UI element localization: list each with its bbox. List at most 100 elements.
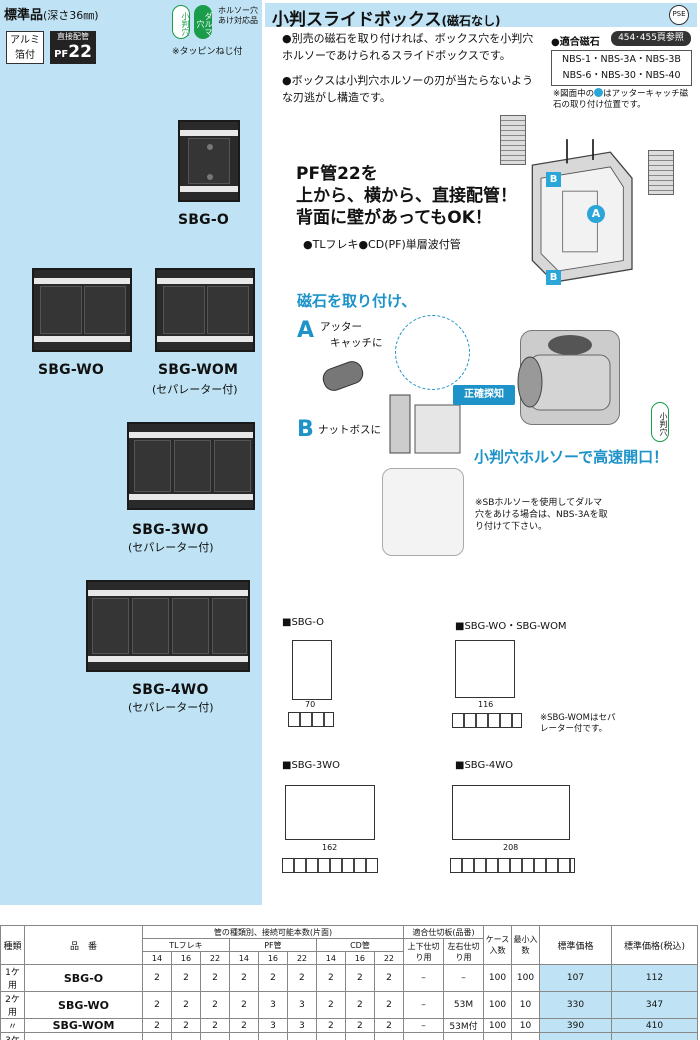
table-cell-kind: 〃 <box>0 1018 25 1033</box>
magnet-position-note: ※図面中のはアッターキャッチ磁石の取り付け位置です。 <box>553 88 695 111</box>
table-cell-ud: – <box>403 991 444 1019</box>
th-min: 最小入数 <box>511 925 540 965</box>
pf-subline: ●TLフレキ●CD(PF)単層波付管 <box>303 238 461 251</box>
sb-holso-note: ※SBホルソーを使用してダルマ穴をあける場合は、NBS-3Aを取り付けて下さい。 <box>475 498 608 532</box>
step-b-letter: B <box>297 417 314 442</box>
table-cell-kind: 3ケ用 <box>0 1032 25 1040</box>
table-cell-tl-2: 2 <box>199 964 230 992</box>
table-cell-case: 100 <box>483 964 512 992</box>
step-b-label: ナットボスに <box>318 424 381 436</box>
th-kind: 種類 <box>0 925 25 965</box>
th-cd: CD管 <box>315 938 405 952</box>
th-size: 22 <box>373 951 405 965</box>
table-cell-cd-1: 2 <box>344 1018 375 1033</box>
table-cell-tl-1: 2 <box>170 1018 201 1033</box>
th-plate-lr: 左右仕切り用 <box>443 938 484 965</box>
table-cell-case: 100 <box>483 1018 512 1033</box>
page-title-sub: (磁石なし) <box>441 14 501 28</box>
table-cell-cd-2: 2 <box>373 991 405 1019</box>
th-plate: 適合仕切板(品番) <box>403 925 484 939</box>
table-cell-lr: 53M付 <box>443 1018 484 1033</box>
table-cell-tl-0: 2 <box>142 1032 172 1040</box>
step-a-label-2: キャッチに <box>330 337 383 349</box>
holso-note: ホルソー穴あけ対応品 <box>218 6 258 25</box>
model-label-sbg-wom: SBG-WOM <box>158 362 239 378</box>
table-cell-price: 330 <box>539 991 612 1019</box>
magnet-note-post: はアッターキャッチ磁石の取り付け位置です。 <box>553 89 689 110</box>
magnet-illustration <box>322 361 364 391</box>
table-cell-tl-0: 2 <box>142 991 172 1019</box>
drawing-sbg-wo-front <box>455 640 515 698</box>
model-sub-sbg-3wo: (セパレーター付) <box>128 541 214 554</box>
table-row: 3ケ用SBG-3WO222244222–53M付201870914 <box>0 1032 698 1040</box>
nutboss-bracket-illustration <box>389 394 461 454</box>
drawing-dim-sbg-4wo: 208 <box>503 843 519 852</box>
table-cell-min: 100 <box>511 964 540 992</box>
table-cell-min: 1 <box>511 1032 540 1040</box>
th-size: 16 <box>344 951 375 965</box>
table-cell-cd-1: 2 <box>344 991 375 1019</box>
product-image-sbg-wom <box>155 268 255 352</box>
th-pipes: 管の種類別、接続可能本数(片面) <box>142 925 404 939</box>
table-cell-cd-0: 2 <box>315 1032 346 1040</box>
magnet-zoom-illustration <box>395 315 470 390</box>
table-cell-lr: 53M付 <box>443 1032 484 1040</box>
table-cell-pf-0: 2 <box>228 1032 259 1040</box>
table-cell-tl-0: 2 <box>142 1018 172 1033</box>
table-cell-model: SBG-3WO <box>24 1032 143 1040</box>
drawing-label-sbg-3wo: ■SBG-3WO <box>282 760 340 771</box>
step-a-letter: A <box>297 318 315 343</box>
pf-headline-3: 背面に壁があってもOK！ <box>296 208 492 228</box>
model-label-sbg-4wo: SBG-4WO <box>132 682 209 698</box>
description-1: ●別売の磁石を取り付ければ、ボックス穴を小判穴ホルソーであけられるスライドボック… <box>282 32 534 62</box>
page-title-text: 小判スライドボックス <box>272 10 442 30</box>
table-cell-lr: 53M <box>443 991 484 1019</box>
table-cell-price: 107 <box>539 964 612 992</box>
table-cell-price_tax: 914 <box>611 1032 698 1040</box>
left-title-depth: (深さ36㎜) <box>43 9 99 22</box>
table-cell-lr: – <box>443 964 484 992</box>
table-cell-pf-1: 2 <box>257 964 288 992</box>
callout-b-marker: B <box>546 270 561 285</box>
drawing-label-sbg-wo: ■SBG-WO・SBG-WOM <box>455 621 567 632</box>
table-cell-pf-0: 2 <box>228 964 259 992</box>
model-label-sbg-wo: SBG-WO <box>38 362 104 378</box>
table-cell-tl-2: 2 <box>199 1018 230 1033</box>
th-plate-ud: 上下仕切り用 <box>403 938 444 965</box>
fit-magnet-label: ●適合磁石 <box>551 37 600 48</box>
table-cell-price: 390 <box>539 1018 612 1033</box>
th-size: 22 <box>199 951 230 965</box>
drawing-label-sbg-4wo: ■SBG-4WO <box>455 760 513 771</box>
table-cell-tl-0: 2 <box>142 964 172 992</box>
drawing-sbg-4wo-side <box>450 858 575 873</box>
th-case: ケース入数 <box>483 925 512 965</box>
table-cell-ud: – <box>403 964 444 992</box>
header-band <box>265 3 697 27</box>
drawing-dim-sbg-o: 70 <box>305 700 316 709</box>
table-cell-tl-2: 2 <box>199 1032 230 1040</box>
table-cell-model: SBG-WO <box>24 991 143 1019</box>
left-title-text: 標準品 <box>4 8 44 23</box>
fit-magnet-ref: 454･455頁参照 <box>611 31 691 46</box>
drawing-sbg-o-front <box>292 640 332 700</box>
model-label-sbg-3wo: SBG-3WO <box>132 522 209 538</box>
magnet-note-pre: ※図面中の <box>553 89 595 99</box>
th-size: 14 <box>315 951 346 965</box>
step-a-label-1: アッター <box>320 321 362 333</box>
th-size: 22 <box>286 951 317 965</box>
tag-daruma: ダルマ穴 <box>194 5 213 39</box>
drawing-sbg-3wo-side <box>282 858 378 873</box>
th-price-tax: 標準価格(税込) <box>611 925 698 965</box>
holso-drill-illustration <box>517 335 611 411</box>
table-cell-pf-0: 2 <box>228 1018 259 1033</box>
table-cell-pf-1: 3 <box>257 991 288 1019</box>
pse-mark-icon: PSE <box>669 5 689 25</box>
table-cell-case: 20 <box>483 1032 512 1040</box>
tappin-note: ※タッピンねじ付 <box>172 47 243 57</box>
table-cell-tl-1: 2 <box>170 964 201 992</box>
detect-tag: 正確探知 <box>453 385 515 405</box>
fast-headline: 小判穴ホルソーで高速開口！ <box>474 448 669 466</box>
fit-magnet-line-1: NBS-1・NBS-3A・NBS-3B <box>562 54 681 65</box>
table-cell-tl-1: 2 <box>170 991 201 1019</box>
